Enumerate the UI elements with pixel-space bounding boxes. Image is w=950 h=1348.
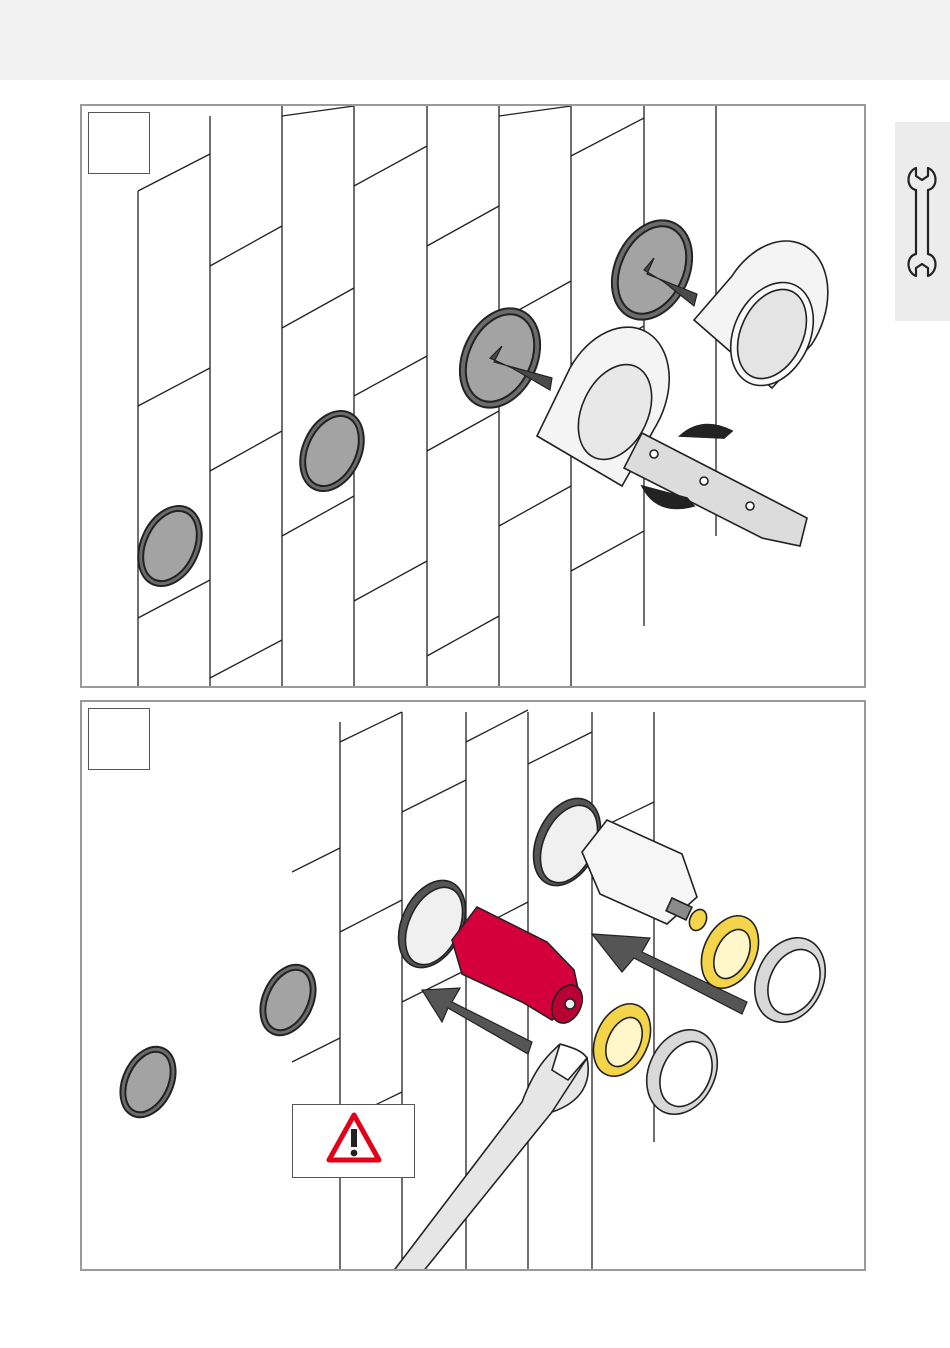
step-number-box-1 (88, 112, 150, 174)
wrench-icon (903, 164, 943, 280)
step-panel-1 (80, 104, 866, 688)
step-number-box-2 (88, 708, 150, 770)
cap-removal-illustration (82, 106, 866, 688)
side-tab-maintenance[interactable] (895, 122, 950, 321)
cartridge-install-illustration (82, 702, 866, 1271)
step-panel-2 (80, 700, 866, 1271)
warning-box (292, 1104, 415, 1178)
header-band (0, 0, 950, 80)
warning-icon (325, 1111, 383, 1165)
